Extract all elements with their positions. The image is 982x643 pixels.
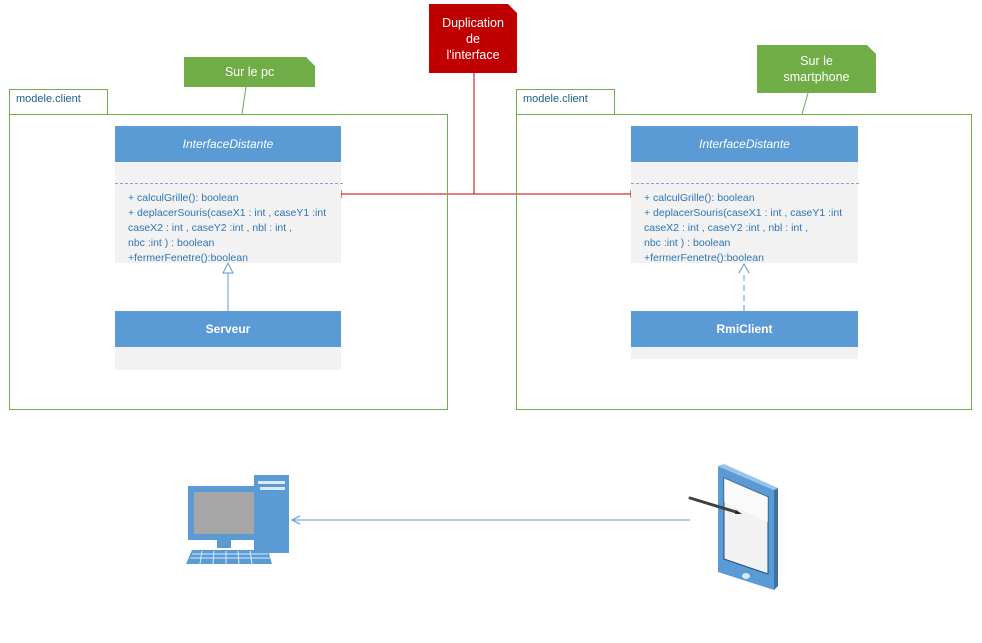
desktop-computer-icon [186, 475, 289, 565]
right-package-tab: modele.client [516, 89, 615, 115]
right-interface-name: InterfaceDistante [631, 126, 858, 162]
left-op-fermerfenetre: +fermerFenetre():boolean [128, 252, 248, 264]
pc-note[interactable]: Sur le pc [184, 57, 315, 87]
smartphone-with-stylus-icon [688, 464, 778, 590]
right-interface-operations: + calculGrille(): boolean + deplacerSour… [631, 162, 859, 266]
left-package-label: modele.client [16, 93, 81, 105]
pc-note-anchor [241, 86, 247, 115]
note-fold-icon [508, 4, 517, 13]
rmi-client-class[interactable]: RmiClient [631, 311, 858, 359]
right-op-deplacersouris-2: caseX2 : int , caseY2 :int , nbl : int , [644, 222, 809, 234]
left-interface-class[interactable]: InterfaceDistante + calculGrille(): bool… [115, 126, 343, 266]
left-op-deplacersouris-3: nbc :int ) : boolean [128, 237, 215, 249]
pc-note-text: Sur le pc [224, 65, 275, 79]
smartphone-note[interactable]: Sur le smartphone [757, 45, 876, 93]
smartphone-note-line-1: Sur le [800, 54, 833, 68]
right-op-deplacersouris-1: + deplacerSouris(caseX1 : int , caseY1 :… [644, 207, 843, 219]
smartphone-note-line-2: smartphone [783, 70, 850, 84]
client-realizes-arrowhead [738, 262, 750, 274]
duplication-note-text: Duplication de l'interface [442, 15, 504, 63]
duplication-note[interactable]: Duplication de l'interface [429, 4, 517, 73]
smartphone-note-text: Sur le smartphone [783, 53, 849, 85]
left-package-frame [9, 114, 448, 410]
right-interface-class[interactable]: InterfaceDistante + calculGrille(): bool… [631, 126, 859, 266]
server-class[interactable]: Serveur [115, 311, 341, 370]
server-inherits-arrowhead [222, 261, 234, 274]
right-interface-separator [631, 183, 859, 184]
right-package-label: modele.client [523, 93, 588, 105]
server-class-name: Serveur [115, 311, 341, 347]
left-interface-operations: + calculGrille(): boolean + deplacerSour… [115, 162, 343, 266]
smartphone-note-anchor [801, 92, 809, 115]
left-interface-separator [115, 183, 343, 184]
left-op-calculgrille: + calculGrille(): boolean [128, 192, 239, 204]
duplication-note-line-1: Duplication [442, 15, 504, 30]
right-op-calculgrille: + calculGrille(): boolean [644, 192, 755, 204]
left-op-deplacersouris-2: caseX2 : int , caseY2 :int , nbl : int , [128, 222, 293, 234]
right-op-deplacersouris-3: nbc :int ) : boolean [644, 237, 731, 249]
duplication-note-line-2: de [466, 31, 480, 46]
right-op-fermerfenetre: +fermerFenetre():boolean [644, 252, 764, 264]
rmi-client-class-name: RmiClient [631, 311, 858, 347]
left-op-deplacersouris-1: + deplacerSouris(caseX1 : int , caseY1 :… [128, 207, 327, 219]
duplication-note-line-3: l'interface [446, 47, 500, 62]
right-package-frame [516, 114, 972, 410]
left-package-tab: modele.client [9, 89, 108, 115]
note-fold-icon [867, 45, 876, 54]
note-fold-icon [306, 57, 315, 66]
left-interface-name: InterfaceDistante [115, 126, 341, 162]
